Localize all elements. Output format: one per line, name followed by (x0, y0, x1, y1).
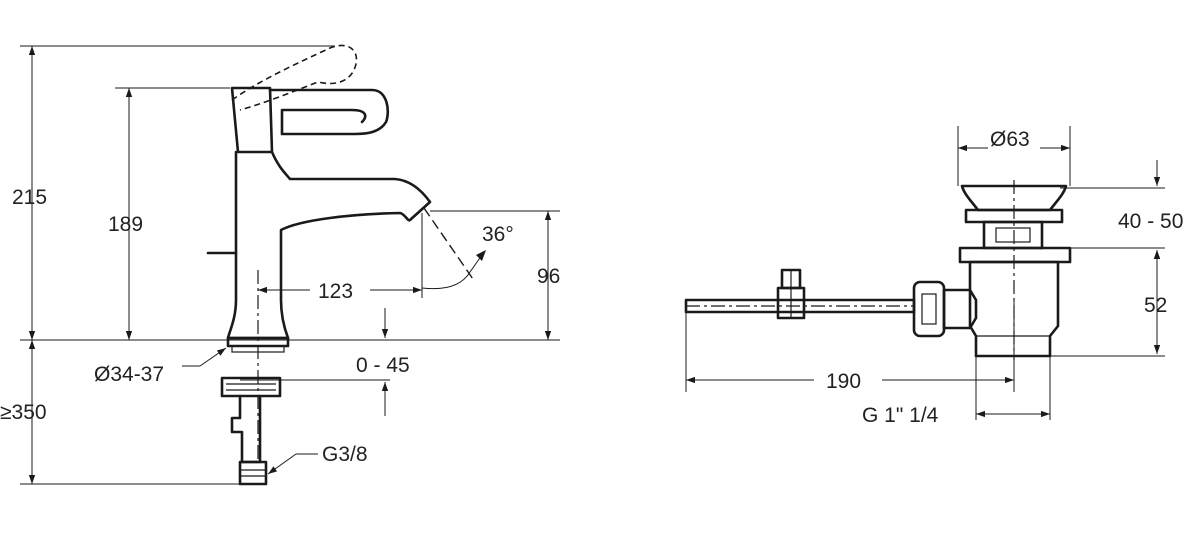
dim-outlet-height-label: 96 (537, 265, 560, 288)
dim-thread: G 1" 1/4 (862, 404, 1050, 427)
dim-connection-thread-label: G3/8 (322, 443, 368, 466)
faucet-fixing (220, 336, 290, 486)
dim-outlet-height: 96 (537, 211, 560, 340)
dim-plug-diameter: Ø63 (958, 128, 1070, 152)
dim-spout-angle-label: 36° (482, 223, 514, 246)
raised-lever-outline (231, 44, 358, 111)
dim-total-height-label: 215 (12, 186, 47, 209)
dim-deck-hole-label: Ø34-37 (94, 363, 164, 386)
dim-rod-length-label: 190 (826, 370, 861, 393)
waste-assembly (684, 180, 1072, 360)
waste-view: Ø63 40 - 50 52 190 G 1" 1/4 (684, 126, 1183, 427)
dim-spout-height: 189 (108, 88, 143, 340)
lever-loop (268, 88, 390, 136)
dim-rod-length: 190 (686, 370, 1014, 393)
dim-thread-label: G 1" 1/4 (862, 404, 939, 427)
dim-body-height: 52 (1144, 250, 1167, 354)
dim-hose-length: ≥350 (0, 340, 47, 484)
dim-body-height-label: 52 (1144, 294, 1167, 317)
dim-plug-lift-label: 40 - 50 (1118, 210, 1183, 233)
dim-plug-diameter-label: Ø63 (990, 128, 1030, 151)
dim-connection-thread: G3/8 (267, 443, 368, 475)
dim-spout-reach-label: 123 (318, 280, 353, 303)
dim-deck-thickness: 0 - 45 (356, 308, 410, 416)
dim-hose-length-label: ≥350 (0, 401, 47, 424)
dim-plug-lift: 40 - 50 (1118, 160, 1183, 276)
dim-spout-reach: 123 (258, 213, 423, 303)
dim-spout-height-label: 189 (108, 213, 143, 236)
dim-deck-thickness-label: 0 - 45 (356, 354, 410, 377)
dim-spout-angle: 36° (421, 207, 514, 290)
dim-deck-hole: Ø34-37 (94, 347, 227, 386)
faucet-view: 215 189 123 36° 96 0 (0, 44, 560, 486)
dim-total-height: 215 (12, 46, 47, 340)
